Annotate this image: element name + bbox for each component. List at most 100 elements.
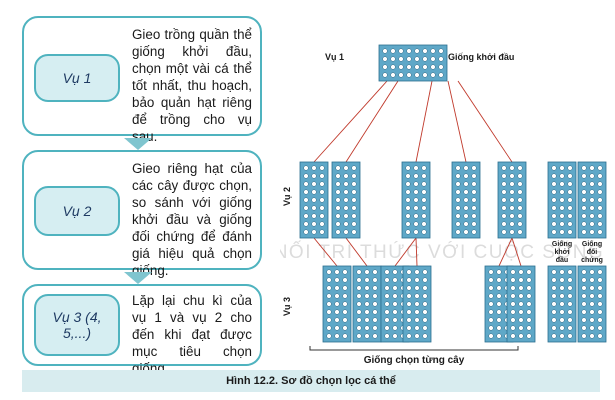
season-1-label: Vụ 1 xyxy=(325,52,344,62)
plant-dot xyxy=(463,205,469,211)
plant-dot xyxy=(471,181,477,187)
plant-dot xyxy=(471,205,477,211)
plant-dot xyxy=(559,213,565,219)
plant-dot xyxy=(413,205,419,211)
down-arrow-icon xyxy=(124,272,152,284)
plant-dot xyxy=(342,325,348,331)
plant-dot xyxy=(518,277,524,283)
plant-dot xyxy=(501,213,507,219)
plant-dot xyxy=(311,205,317,211)
plant-dot xyxy=(343,197,349,203)
plant-dot xyxy=(422,293,428,299)
plant-dot xyxy=(567,229,573,235)
plant-dot xyxy=(405,165,411,171)
plant-dot xyxy=(551,221,557,227)
plant-dot xyxy=(559,285,565,291)
plant-dot xyxy=(551,317,557,323)
connector-line xyxy=(447,80,467,163)
plant-dot xyxy=(356,333,362,339)
plant-dot xyxy=(335,165,341,171)
plant-dot xyxy=(589,197,595,203)
plant-dot xyxy=(509,165,515,171)
plant-dot xyxy=(510,333,516,339)
plant-dot xyxy=(303,221,309,227)
plant-dot xyxy=(406,277,412,283)
plant-dot xyxy=(392,317,398,323)
plant-dot xyxy=(421,181,427,187)
plant-dot xyxy=(422,325,428,331)
plant-dot xyxy=(405,221,411,227)
plant-dot xyxy=(414,277,420,283)
plant-dot xyxy=(517,221,523,227)
plant-dot xyxy=(392,301,398,307)
plant-dot xyxy=(430,64,436,70)
plant-dot xyxy=(471,229,477,235)
plant-dot xyxy=(581,285,587,291)
plant-dot xyxy=(438,48,444,54)
plant-dot xyxy=(509,173,515,179)
step-label-1: Vụ 1 xyxy=(34,54,120,102)
plant-dot xyxy=(334,333,340,339)
plant-dot xyxy=(414,293,420,299)
plant-dot xyxy=(384,285,390,291)
plant-dot xyxy=(567,221,573,227)
plant-dot xyxy=(551,197,557,203)
plant-dot xyxy=(510,293,516,299)
plant-dot xyxy=(392,285,398,291)
plant-dot xyxy=(334,277,340,283)
plant-dot xyxy=(311,197,317,203)
plant-dot xyxy=(567,173,573,179)
plant-dot xyxy=(405,213,411,219)
plant-dot xyxy=(581,301,587,307)
plant-dot xyxy=(559,165,565,171)
bottom-label: Giống chọn từng cây xyxy=(364,354,465,366)
plant-dot xyxy=(390,64,396,70)
plant-dot xyxy=(392,269,398,275)
connector-lines xyxy=(313,80,522,267)
plant-dot xyxy=(422,56,428,62)
plant-dot xyxy=(335,213,341,219)
plant-dot xyxy=(597,165,603,171)
plant-dot xyxy=(567,293,573,299)
plant-dot xyxy=(414,56,420,62)
plant-dot xyxy=(430,56,436,62)
season-3-plot xyxy=(352,265,382,343)
plant-dot xyxy=(496,301,502,307)
plant-dot xyxy=(364,333,370,339)
plant-dot xyxy=(463,181,469,187)
plant-dot xyxy=(488,309,494,315)
plant-dot xyxy=(589,205,595,211)
season-2-plot xyxy=(401,161,431,239)
plant-dot xyxy=(526,293,532,299)
plant-dot xyxy=(463,221,469,227)
plant-dot xyxy=(526,325,532,331)
connector-line xyxy=(498,237,513,267)
plant-dot xyxy=(382,72,388,78)
plant-dot xyxy=(597,293,603,299)
plant-dot xyxy=(372,277,378,283)
plant-dot xyxy=(589,309,595,315)
plant-dot xyxy=(496,333,502,339)
plant-dot xyxy=(597,221,603,227)
plant-dot xyxy=(326,325,332,331)
plant-dot xyxy=(488,317,494,323)
plant-dot xyxy=(382,64,388,70)
plant-dot xyxy=(303,197,309,203)
plant-dot xyxy=(517,213,523,219)
plant-dot xyxy=(405,181,411,187)
plant-dot xyxy=(559,229,565,235)
plant-dot xyxy=(413,181,419,187)
down-arrow-icon xyxy=(124,138,152,150)
plant-dot xyxy=(398,64,404,70)
plant-dot xyxy=(551,213,557,219)
plant-dot xyxy=(509,213,515,219)
plant-dot xyxy=(597,285,603,291)
plant-dot xyxy=(326,309,332,315)
plant-dot xyxy=(559,277,565,283)
plant-dot xyxy=(398,48,404,54)
plant-dot xyxy=(334,317,340,323)
plant-dot xyxy=(455,165,461,171)
